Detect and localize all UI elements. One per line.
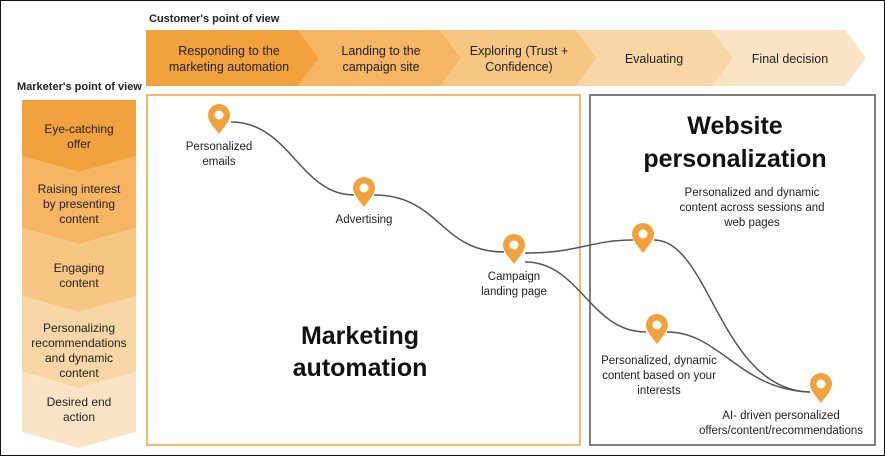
pin-icon-advertising [353,177,375,207]
customer-pov-heading: Customer's point of view [149,13,280,25]
path-sessions-to-ai [653,239,811,393]
path-emails-to-advertising [230,121,355,196]
customer-stage-4-shape [576,30,733,86]
pin-icon-dynamic-content-interests [646,314,668,344]
customer-stage-4-label: Evaluating [624,52,684,66]
pin-icon-campaign-landing-page [503,234,525,264]
marketer-pov-heading: Marketer's point of view [17,81,142,93]
marketer-stage-3-shape [22,228,136,312]
customer-stage-5-shape [712,30,866,86]
website-personalization-box [589,94,876,446]
journey-paths [230,121,811,393]
marketing-automation-box [146,94,581,446]
customer-stage-5-label: Final decision [751,52,829,66]
pin-label-advertising: Advertising [335,214,393,226]
customer-stage-2-shape [298,30,461,86]
pin-icon-personalized-emails [208,104,230,134]
path-interests-to-ai [666,331,811,393]
path-landing-to-sessions [524,239,634,254]
customer-stage-1-shape [146,30,319,86]
customer-stage-3-shape [440,30,597,86]
customer-stage-3-label: Exploring (Trust +Confidence) [469,44,569,74]
marketer-stage-1-shape [22,100,136,172]
marketer-stage-5-shape [22,372,136,448]
path-advertising-to-landing [373,194,505,253]
path-landing-to-interests [524,261,647,333]
pin-icon-dynamic-content-sessions [632,223,654,253]
pin-icon-ai-driven-offers [810,373,832,403]
marketer-stage-2-shape [22,156,136,244]
marketer-stage-4-shape [22,296,136,388]
